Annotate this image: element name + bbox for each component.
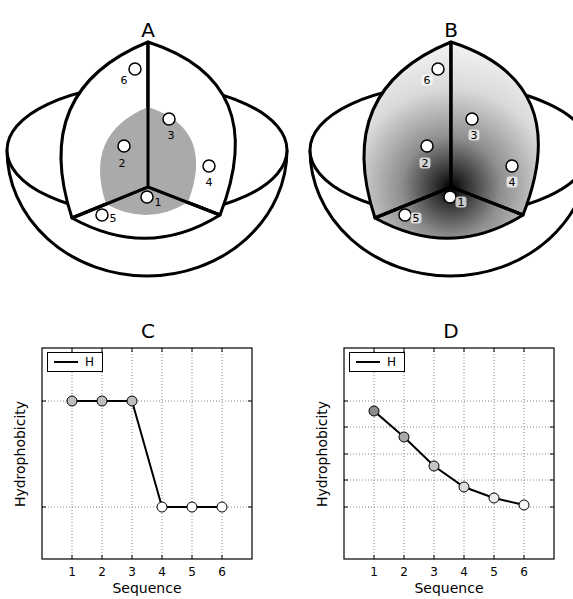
callout-number: 5 <box>110 213 117 224</box>
plot-legend: H <box>349 352 405 372</box>
wedge-edges <box>375 42 523 218</box>
residue-marker <box>129 63 141 75</box>
grid-lines <box>344 348 554 559</box>
callout-number: 3 <box>469 130 480 141</box>
panel-letter: B <box>444 20 458 40</box>
axis-label: Hydrophobicity <box>13 401 27 507</box>
tick-label: 2 <box>98 566 106 578</box>
tick-label: 3 <box>430 566 438 578</box>
sphere-a <box>7 42 287 276</box>
tick-label: 1 <box>370 566 378 578</box>
tick-label: 4 <box>158 566 166 578</box>
grid-lines <box>42 348 252 559</box>
legend-line <box>54 361 78 363</box>
plot-legend: H <box>47 352 103 372</box>
callout-number: 4 <box>507 177 518 188</box>
data-line <box>374 411 524 505</box>
plot-d <box>344 348 554 559</box>
residue-marker <box>141 191 153 203</box>
residue-marker <box>506 160 518 172</box>
panel-letter: D <box>443 321 458 341</box>
tick-label: 3 <box>128 566 136 578</box>
tick-label: 5 <box>490 566 498 578</box>
callout-number: 6 <box>121 75 128 86</box>
residue-marker <box>203 160 215 172</box>
plot-c <box>42 348 252 559</box>
sphere-b <box>310 42 573 276</box>
callout-number: 6 <box>422 75 433 86</box>
callout-number: 1 <box>456 197 467 208</box>
axes-frame <box>42 348 252 559</box>
residue-markers-a <box>96 63 215 221</box>
tick-marks <box>344 348 554 559</box>
tick-label: 1 <box>68 566 76 578</box>
tick-label: 6 <box>218 566 226 578</box>
axis-label: Hydrophobicity <box>315 401 329 507</box>
tick-marks <box>42 348 252 559</box>
callout-number: 2 <box>420 158 431 169</box>
data-points <box>369 406 529 510</box>
residue-marker <box>444 191 456 203</box>
residue-marker <box>118 140 130 152</box>
axis-label: Sequence <box>112 581 181 595</box>
wedge-edges <box>72 42 220 218</box>
callout-number: 5 <box>411 213 422 224</box>
axes-frame <box>344 348 554 559</box>
residue-marker <box>96 209 108 221</box>
callout-number: 1 <box>155 197 162 208</box>
panel-letter: C <box>141 321 155 341</box>
callout-number: 4 <box>206 177 213 188</box>
residue-marker <box>421 140 433 152</box>
wedge-face <box>375 187 523 238</box>
data-line <box>72 401 222 507</box>
wedge-face <box>451 42 538 215</box>
residue-marker <box>466 113 478 125</box>
data-points <box>67 396 227 512</box>
legend-line-sample <box>355 357 381 367</box>
legend-text: H <box>85 356 94 368</box>
residue-marker <box>163 113 175 125</box>
tick-label: 5 <box>188 566 196 578</box>
legend-line-sample <box>53 357 79 367</box>
tick-label: 4 <box>460 566 468 578</box>
tick-label: 2 <box>400 566 408 578</box>
tick-label: 6 <box>520 566 528 578</box>
legend-text: H <box>387 356 396 368</box>
axis-label: Sequence <box>414 581 483 595</box>
panel-letter: A <box>141 20 155 40</box>
residue-marker <box>432 63 444 75</box>
callout-number: 2 <box>119 158 126 169</box>
legend-line <box>356 361 380 363</box>
residue-marker <box>399 209 411 221</box>
callout-number: 3 <box>168 130 175 141</box>
